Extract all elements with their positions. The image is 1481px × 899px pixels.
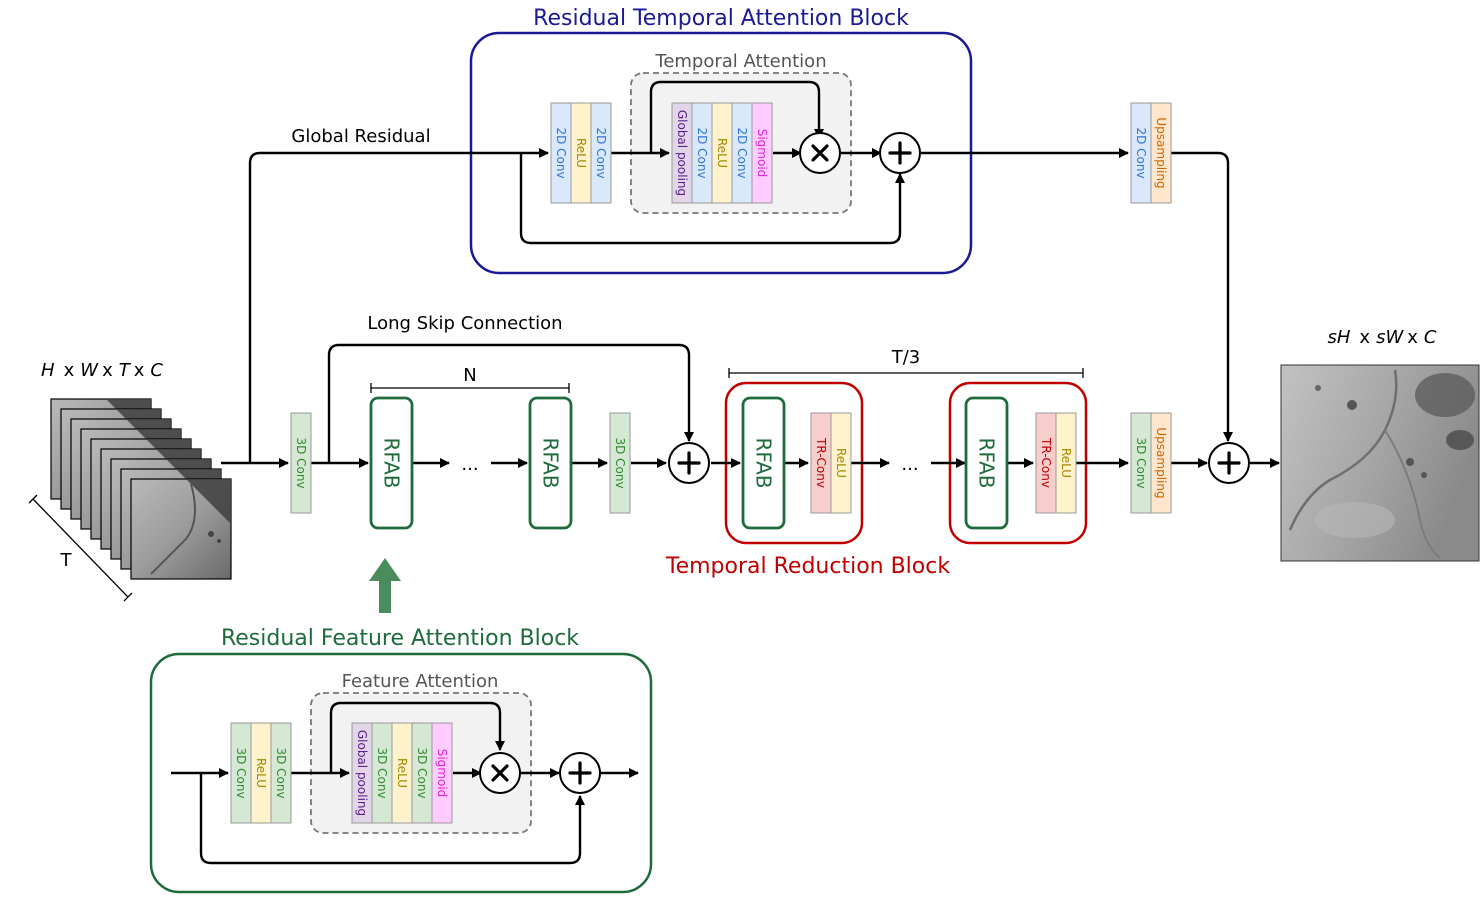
multiply-icon: [479, 752, 521, 794]
rtab-title: Residual Temporal Attention Block: [533, 6, 909, 31]
sigmoid-label: Sigmoid: [755, 129, 769, 178]
temporal-attention-title: Temporal Attention: [654, 51, 826, 72]
global-pooling-layer: Global pooling: [671, 102, 693, 204]
relu-layer: ReLU: [570, 102, 592, 204]
ellipsis-1: ...: [461, 454, 478, 475]
feature-attention-title: Feature Attention: [342, 671, 499, 692]
upsampling-to-output-add-line: [1171, 151, 1233, 442]
rtab-residual-line: [519, 153, 905, 245]
relu-label: ReLU: [834, 448, 848, 478]
upsampling-label: Upsampling: [1154, 117, 1168, 188]
t-axis-label: T: [60, 550, 73, 571]
t3-label: T/3: [891, 347, 921, 368]
tr-conv-layer: TR-Conv: [1035, 412, 1057, 514]
input-frame-stack: [50, 398, 232, 580]
tr-conv-label: TR-Conv: [814, 437, 828, 488]
rfab-label: RFAB: [539, 438, 563, 489]
conv2d-layer: 2D Conv: [550, 102, 572, 204]
conv2d-label: 2D Conv: [1134, 127, 1148, 178]
conv3d-layer: 3D Conv: [270, 722, 292, 824]
conv3d-layer: 3D Conv: [230, 722, 252, 824]
conv3d-label: 3D Conv: [415, 747, 429, 798]
conv3d-label: 3D Conv: [294, 437, 308, 488]
conv2d-layer: 2D Conv: [691, 102, 713, 204]
global-pooling-layer: Global pooling: [351, 722, 373, 824]
global-pooling-label: Global pooling: [675, 110, 689, 196]
rfab-box: RFAB: [741, 396, 786, 530]
ta-skip-line: [649, 80, 824, 153]
upsampling-label: Upsampling: [1154, 427, 1168, 498]
conv3d-layer: 3D Conv: [411, 722, 433, 824]
sigmoid-layer: Sigmoid: [751, 102, 773, 204]
add-icon: [559, 752, 601, 794]
conv2d-layer: 2D Conv: [1130, 102, 1152, 204]
add-icon: [879, 132, 921, 174]
conv3d-label: 3D Conv: [274, 747, 288, 798]
relu-label: ReLU: [715, 138, 729, 168]
conv3d-layer: 3D Conv: [371, 722, 393, 824]
relu-layer: ReLU: [830, 412, 852, 514]
conv3d-layer: 3D Conv: [609, 412, 631, 514]
relu-label: ReLU: [574, 138, 588, 168]
n-span-marker: [370, 383, 570, 393]
relu-label: ReLU: [395, 758, 409, 788]
conv2d-label: 2D Conv: [695, 127, 709, 178]
rfab-box: RFAB: [528, 396, 573, 530]
relu-layer: ReLU: [250, 722, 272, 824]
global-residual-line: [248, 148, 549, 463]
rfab-residual-line: [199, 773, 585, 865]
conv2d-layer: 2D Conv: [731, 102, 753, 204]
add-icon: [668, 442, 710, 484]
conv2d-label: 2D Conv: [594, 127, 608, 178]
multiply-icon: [799, 132, 841, 174]
global-residual-label: Global Residual: [291, 126, 430, 147]
trb-title: Temporal Reduction Block: [665, 554, 950, 579]
sigmoid-label: Sigmoid: [435, 749, 449, 798]
conv2d-layer: 2D Conv: [590, 102, 612, 204]
long-skip-label: Long Skip Connection: [367, 313, 562, 334]
long-skip-line: [327, 343, 694, 463]
rfab-detail-arrow: [369, 558, 401, 613]
relu-layer: ReLU: [391, 722, 413, 824]
fa-skip-line: [329, 701, 505, 773]
conv3d-label: 3D Conv: [613, 437, 627, 488]
ellipsis-2: ...: [901, 454, 918, 475]
rfab-box: RFAB: [964, 396, 1009, 530]
relu-layer: ReLU: [711, 102, 733, 204]
relu-label: ReLU: [1059, 448, 1073, 478]
conv2d-label: 2D Conv: [554, 127, 568, 178]
tr-conv-label: TR-Conv: [1039, 437, 1053, 488]
rfab-title: Residual Feature Attention Block: [221, 626, 579, 651]
relu-layer: ReLU: [1055, 412, 1077, 514]
rfab-label: RFAB: [380, 438, 404, 489]
conv3d-layer: 3D Conv: [290, 412, 312, 514]
global-pooling-label: Global pooling: [355, 730, 369, 816]
conv3d-label: 3D Conv: [375, 747, 389, 798]
upsampling-layer: Upsampling: [1150, 102, 1172, 204]
op-group: [479, 132, 1250, 794]
rfab-box: RFAB: [369, 396, 414, 530]
input-frame: [130, 478, 232, 580]
conv3d-layer: 3D Conv: [1130, 412, 1152, 514]
t3-span-marker: [728, 368, 1084, 378]
t-axis: [28, 494, 133, 602]
n-label: N: [463, 365, 476, 386]
tr-conv-layer: TR-Conv: [810, 412, 832, 514]
conv3d-label: 3D Conv: [1134, 437, 1148, 488]
output-image: [1280, 364, 1480, 562]
rfab-label: RFAB: [975, 438, 999, 489]
conv3d-label: 3D Conv: [234, 747, 248, 798]
sigmoid-layer: Sigmoid: [431, 722, 453, 824]
rfab-label: RFAB: [752, 438, 776, 489]
conv2d-label: 2D Conv: [735, 127, 749, 178]
add-icon: [1208, 442, 1250, 484]
upsampling-layer: Upsampling: [1150, 412, 1172, 514]
relu-label: ReLU: [254, 758, 268, 788]
